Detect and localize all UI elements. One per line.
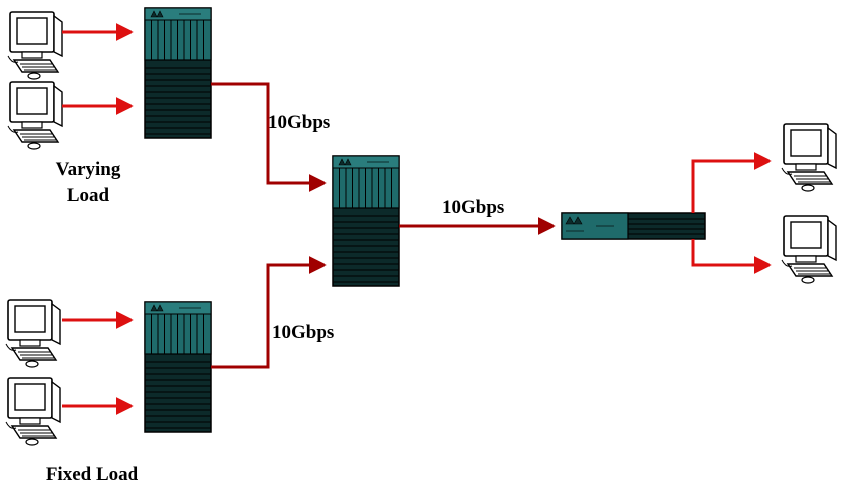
fixed-load-label: Fixed Load bbox=[46, 464, 139, 485]
varying-load-label-line1: Varying bbox=[56, 159, 121, 180]
client-pc-icon bbox=[6, 378, 60, 445]
link-bottom-bandwidth-label: 10Gbps bbox=[272, 322, 334, 343]
edge-router-icon bbox=[562, 213, 705, 239]
client-pc-icon bbox=[6, 300, 60, 367]
link-top-bandwidth-label: 10Gbps bbox=[268, 112, 330, 133]
uplink-top-arrow bbox=[211, 84, 325, 183]
destination-pc-icon bbox=[782, 216, 836, 283]
access-switch-top-icon bbox=[145, 8, 211, 138]
core-switch-icon bbox=[333, 156, 399, 286]
egress-link-bottom-arrow bbox=[693, 239, 770, 265]
varying-load-label-line2: Load bbox=[67, 185, 110, 206]
destination-pc-icon bbox=[782, 124, 836, 191]
access-switch-bottom-icon bbox=[145, 302, 211, 432]
client-pc-icon bbox=[8, 82, 62, 149]
client-pc-icon bbox=[8, 12, 62, 79]
egress-link-top-arrow bbox=[693, 161, 770, 213]
uplink-bottom-arrow bbox=[211, 265, 325, 367]
core-link-bandwidth-label: 10Gbps bbox=[442, 197, 504, 218]
